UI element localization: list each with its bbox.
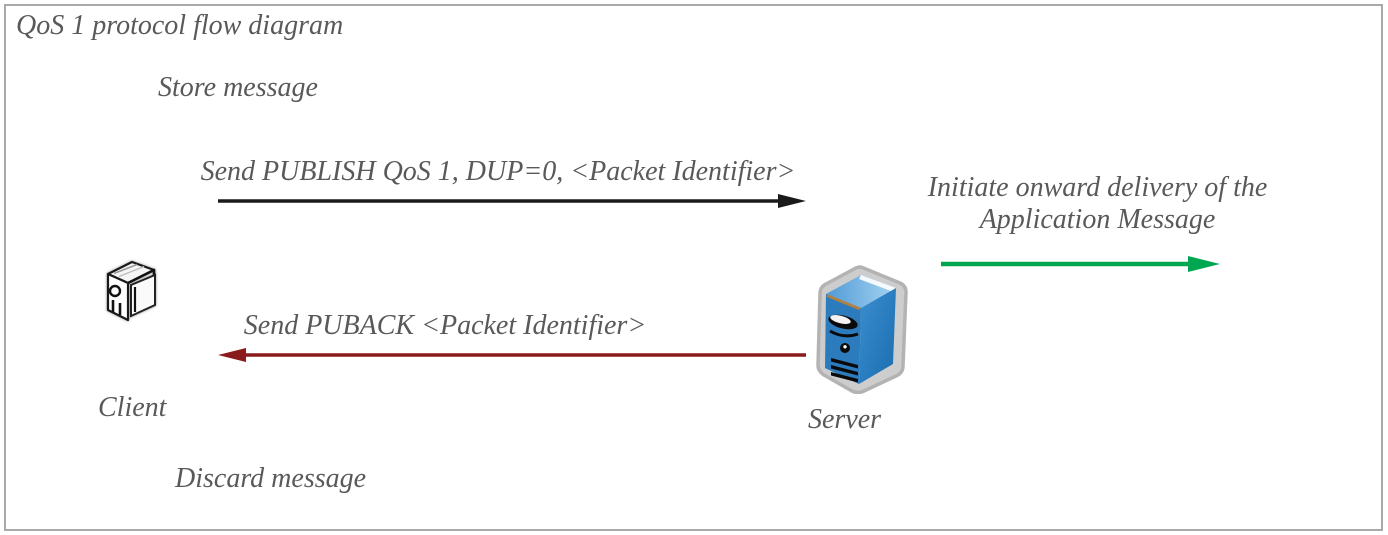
server-icon <box>816 265 908 394</box>
onward-delivery-arrow <box>941 256 1220 272</box>
discard-message-note: Discard message <box>175 463 367 494</box>
diagram-title: QoS 1 protocol flow diagram <box>16 10 344 41</box>
publish-arrow <box>218 194 806 208</box>
client-label: Client <box>98 392 167 423</box>
puback-flow-label: Send PUBACK <Packet Identifier> <box>243 310 647 341</box>
server-label: Server <box>808 404 882 435</box>
client-icon <box>106 260 156 322</box>
onward-delivery-label: Initiate onward delivery of the Applicat… <box>927 172 1268 236</box>
store-message-note: Store message <box>158 72 318 103</box>
puback-arrow <box>218 348 806 362</box>
publish-flow-label: Send PUBLISH QoS 1, DUP=0, <Packet Ident… <box>200 156 796 187</box>
diagram-border <box>4 4 1383 531</box>
